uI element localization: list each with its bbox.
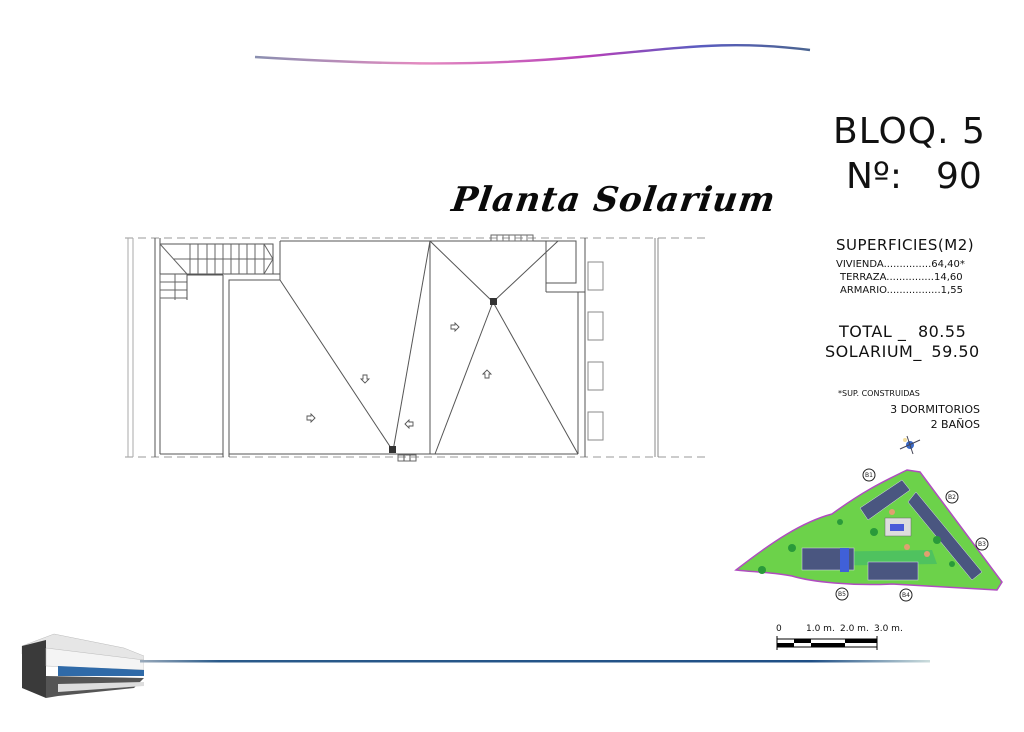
decorative-top-curve bbox=[254, 43, 811, 65]
total-row: TOTAL _ 80.55 bbox=[839, 322, 966, 342]
surface-label: ARMARIO bbox=[840, 285, 887, 296]
site-plan-map: B1 B2 B3 B4 B5 bbox=[734, 468, 1003, 602]
surfaces-title: SUPERFICIES(M2) bbox=[836, 236, 975, 254]
bathrooms-count: 2 BAÑOS bbox=[930, 418, 980, 431]
scale-bar bbox=[776, 636, 878, 650]
scale-tick-3: 3.0 m. bbox=[874, 624, 903, 634]
surface-row-terraza: TERRAZA...............14,60 bbox=[836, 271, 965, 284]
surface-row-vivienda: VIVIENDA...............64,40* bbox=[836, 258, 965, 271]
scale-tick-0: 0 bbox=[776, 624, 782, 634]
scale-tick-2: 2.0 m. bbox=[840, 624, 869, 634]
compass-icon bbox=[899, 435, 921, 455]
leader-dots: ............... bbox=[886, 272, 934, 283]
surface-value: 64,40* bbox=[931, 259, 965, 270]
plan-title: Planta Solarium bbox=[449, 180, 779, 220]
total-label: TOTAL _ bbox=[839, 322, 907, 341]
block-label: BLOQ. 5 bbox=[833, 111, 986, 152]
site-label-b4: B4 bbox=[902, 592, 910, 599]
building-logo bbox=[21, 633, 144, 698]
surface-label: TERRAZA bbox=[840, 272, 887, 283]
built-area-note: *SUP. CONSTRUIDAS bbox=[838, 389, 920, 398]
site-label-b3: B3 bbox=[978, 541, 986, 548]
scale-tick-1: 1.0 m. bbox=[806, 624, 835, 634]
room-counts: 3 DORMITORIOS 2 BAÑOS bbox=[880, 402, 980, 432]
solarium-floor-plan bbox=[125, 234, 710, 462]
leader-dots: ............... bbox=[883, 259, 932, 270]
site-label-b1: B1 bbox=[865, 472, 873, 479]
site-label-b2: B2 bbox=[948, 494, 956, 501]
site-label-b5: B5 bbox=[838, 591, 846, 598]
footer-line bbox=[140, 660, 930, 663]
leader-dots: ................. bbox=[886, 285, 941, 296]
surface-label: VIVIENDA bbox=[836, 259, 884, 270]
surface-value: 1,55 bbox=[940, 285, 963, 296]
surface-row-armario: ARMARIO.................1,55 bbox=[836, 284, 965, 297]
unit-number-value: 90 bbox=[936, 156, 982, 197]
solarium-row: SOLARIUM_ 59.50 bbox=[825, 342, 980, 362]
total-value: 80.55 bbox=[917, 322, 967, 341]
bedrooms-count: 3 DORMITORIOS bbox=[890, 403, 980, 416]
solarium-value: 59.50 bbox=[931, 342, 980, 361]
surfaces-list: VIVIENDA...............64,40* TERRAZA...… bbox=[836, 258, 965, 297]
unit-number-label: Nº: bbox=[846, 156, 903, 197]
surface-value: 14,60 bbox=[933, 272, 963, 283]
solarium-label: SOLARIUM_ bbox=[825, 342, 922, 361]
